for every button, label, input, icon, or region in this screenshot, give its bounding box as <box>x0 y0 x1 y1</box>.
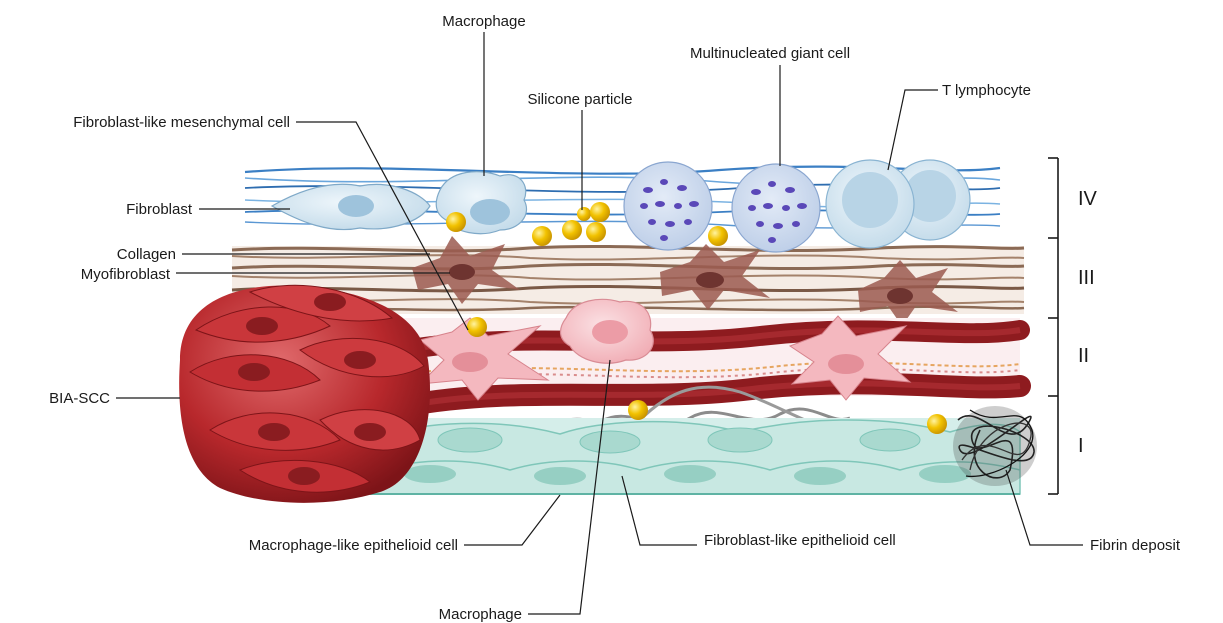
label-silicone-particle: Silicone particle <box>527 91 632 108</box>
label-t-lymphocyte: T lymphocyte <box>942 82 1031 99</box>
layer-label-i: I <box>1078 435 1084 457</box>
layer-label-ii: II <box>1078 345 1089 367</box>
label-macrophage-top: Macrophage <box>442 13 525 30</box>
fibroblast-cell <box>272 184 430 229</box>
label-fibroblast-like-epithelioid-cell: Fibroblast-like epithelioid cell <box>704 532 896 549</box>
bia-scc-tumor <box>179 285 430 503</box>
label-fibroblast-like-mesenchymal-cell: Fibroblast-like mesenchymal cell <box>73 114 290 131</box>
label-collagen: Collagen <box>117 246 176 263</box>
t-lymphocytes <box>826 160 970 248</box>
label-macrophage-bottom: Macrophage <box>439 606 522 623</box>
layer-brackets <box>1048 158 1058 494</box>
label-macrophage-like-epithelioid-cell: Macrophage-like epithelioid cell <box>249 537 458 554</box>
layer-label-iii: III <box>1078 267 1095 289</box>
epithelioid-cells <box>360 418 1020 494</box>
label-multinucleated-giant-cell: Multinucleated giant cell <box>690 45 850 62</box>
layer-label-iv: IV <box>1078 188 1098 210</box>
label-myofibroblast: Myofibroblast <box>81 266 171 283</box>
label-fibroblast: Fibroblast <box>126 201 193 218</box>
label-fibrin-deposit: Fibrin deposit <box>1090 537 1181 554</box>
fibrin-deposit <box>953 406 1037 486</box>
label-bia-scc: BIA-SCC <box>49 390 110 407</box>
